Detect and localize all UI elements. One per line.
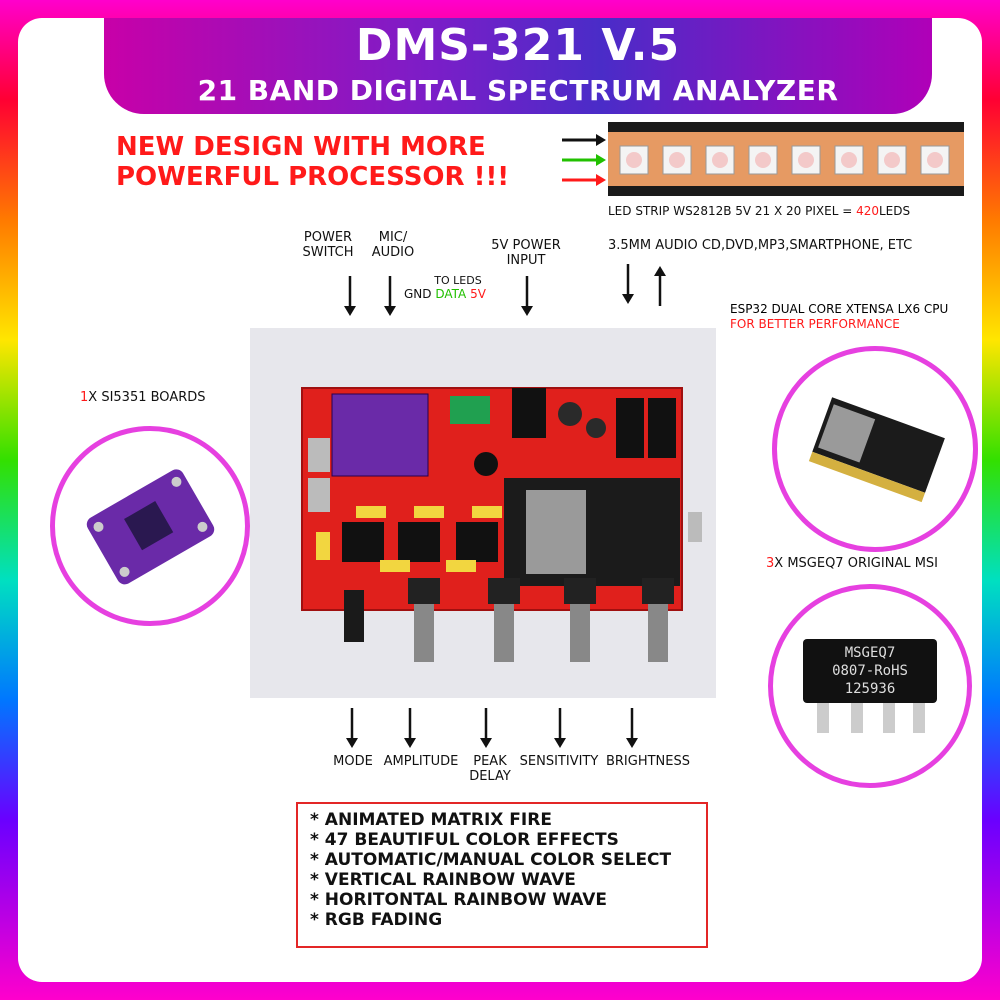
knob-amplitude[interactable]	[408, 578, 440, 662]
arrow-down-icon	[622, 264, 634, 304]
arrow-down-icon	[480, 708, 492, 748]
msgeq7-circle: MSGEQ7 0807-RoHS 125936	[768, 584, 972, 788]
signal-arrows	[562, 134, 606, 186]
led-diode	[755, 152, 771, 168]
audio-jack-right	[648, 398, 676, 458]
arrow-right-icon	[562, 174, 606, 186]
si5351-circle	[50, 426, 250, 626]
label-mic-audio: MIC/ AUDIO	[371, 230, 415, 260]
label-brightness: BRIGHTNESS	[605, 754, 691, 769]
led-pixel	[791, 145, 821, 175]
feature-item: * VERTICAL RAINBOW WAVE	[310, 870, 576, 890]
feature-item: * ANIMATED MATRIX FIRE	[310, 810, 552, 830]
led-strip-caption: LED STRIP WS2812B 5V 21 X 20 PIXEL = 420…	[608, 204, 911, 218]
feature-item: * HORITONTAL RAINBOW WAVE	[310, 890, 608, 910]
led-diode	[884, 152, 900, 168]
si5351-board-image	[86, 469, 215, 585]
power-jack	[512, 388, 546, 438]
led-strip-image	[608, 122, 964, 196]
msgeq7-chip-2	[398, 522, 440, 562]
feature-item: * AUTOMATIC/MANUAL COLOR SELECT	[310, 850, 672, 870]
led-diode	[712, 152, 728, 168]
arrow-down-icon	[344, 276, 356, 316]
si5351-label: 1X SI5351 BOARDS	[80, 390, 206, 405]
esp32-board-image	[808, 397, 945, 503]
page-title: DMS-321 V.5	[355, 20, 681, 71]
led-pixel	[705, 145, 735, 175]
knob-sensitivity[interactable]	[564, 578, 596, 662]
label-audio-input: 3.5MM AUDIO CD,DVD,MP3,SMARTPHONE, ETC	[608, 238, 913, 253]
msgeq7-chip-3	[456, 522, 498, 562]
label-amplitude: AMPLITUDE	[383, 754, 459, 769]
esp32-circle	[772, 346, 978, 552]
label-sensitivity: SENSITIVITY	[519, 754, 599, 769]
led-diode	[927, 152, 943, 168]
title-banner: DMS-321 V.5 21 BAND DIGITAL SPECTRUM ANA…	[104, 18, 932, 114]
chip-text-1: MSGEQ7	[845, 645, 896, 661]
label-5v-power-input: 5V POWER INPUT	[491, 238, 561, 268]
audio-jack-left	[616, 398, 644, 458]
led-pixel	[619, 145, 649, 175]
arrow-down-icon	[346, 708, 358, 748]
features-box: * ANIMATED MATRIX FIRE * 47 BEAUTIFUL CO…	[296, 802, 708, 948]
msgeq7-label: 3X MSGEQ7 ORIGINAL MSI	[766, 556, 939, 571]
arrow-down-icon	[384, 276, 396, 316]
arrow-right-icon	[562, 134, 606, 146]
si5351-module	[331, 393, 429, 477]
promo-line-2: POWERFUL PROCESSOR !!!	[116, 162, 510, 192]
arrow-down-icon	[404, 708, 416, 748]
promo-headline: NEW DESIGN WITH MORE POWERFUL PROCESSOR …	[116, 132, 509, 192]
led-count: 420	[856, 204, 879, 218]
page-canvas: DMS-321 V.5 21 BAND DIGITAL SPECTRUM ANA…	[18, 18, 982, 982]
pcb-photo	[250, 328, 716, 698]
arrow-right-icon	[562, 154, 606, 166]
label-power-switch: POWER SWITCH	[302, 230, 354, 260]
knob-brightness[interactable]	[642, 578, 674, 662]
mic	[474, 452, 498, 476]
arrow-up-icon	[654, 266, 666, 306]
chip-text-2: 0807-RoHS	[832, 663, 908, 679]
arrow-down-icon	[554, 708, 566, 748]
led-terminal	[450, 396, 490, 424]
knob-peak-delay[interactable]	[488, 578, 520, 662]
feature-item: * 47 BEAUTIFUL COLOR EFFECTS	[310, 830, 619, 850]
feature-item: * RGB FADING	[310, 910, 443, 930]
knob-mode[interactable]	[344, 590, 364, 642]
led-diode	[841, 152, 857, 168]
msgeq7-chip-1	[342, 522, 384, 562]
label-to-leds: TO LEDS GND DATA 5V	[404, 274, 486, 301]
led-diode	[626, 152, 642, 168]
label-peak-delay: PEAK DELAY	[469, 754, 511, 784]
chip-text-3: 125936	[845, 681, 896, 697]
msgeq7-chip-image: MSGEQ7 0807-RoHS 125936	[803, 639, 937, 733]
arrow-down-icon	[626, 708, 638, 748]
esp32-label: ESP32 DUAL CORE XTENSA LX6 CPU FOR BETTE…	[730, 302, 949, 331]
page-subtitle: 21 BAND DIGITAL SPECTRUM ANALYZER	[197, 74, 839, 107]
led-diode	[669, 152, 685, 168]
promo-line-1: NEW DESIGN WITH MORE	[116, 132, 486, 162]
led-diode	[798, 152, 814, 168]
label-mode: MODE	[333, 754, 373, 769]
arrow-down-icon	[521, 276, 533, 316]
